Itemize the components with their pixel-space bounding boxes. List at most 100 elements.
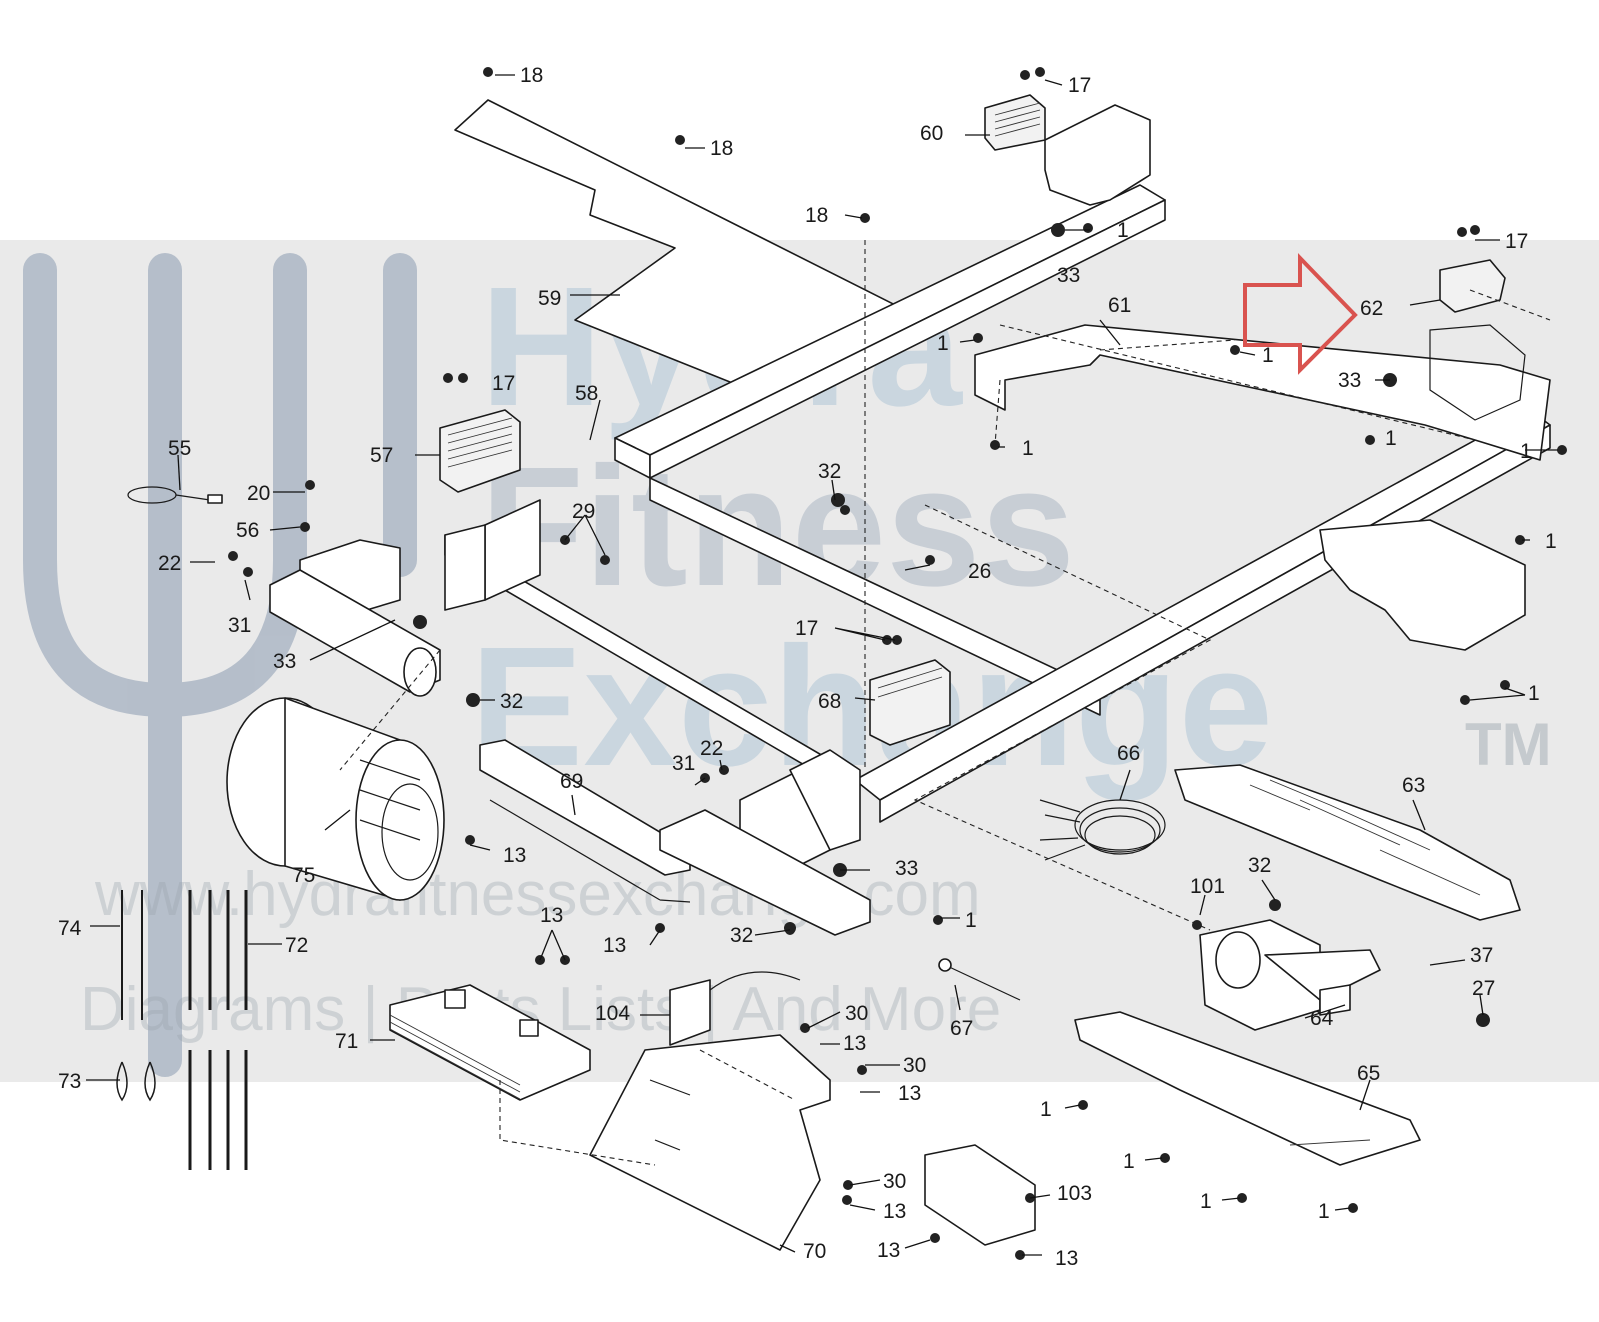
label-104: 104 (595, 1002, 630, 1025)
label-33-left: 33 (273, 650, 296, 673)
label-31-left: 31 (228, 614, 251, 637)
label-58: 58 (575, 382, 598, 405)
label-64: 64 (1310, 1007, 1334, 1030)
part-60-sensor (984, 94, 1151, 206)
label-69: 69 (560, 770, 583, 793)
part-73-clips (116, 1061, 156, 1102)
part-104-sensor (669, 979, 711, 1046)
part-70-slots (649, 1079, 691, 1151)
label-30-mid: 30 (903, 1054, 926, 1077)
label-33-right: 33 (1338, 369, 1361, 392)
label-37: 37 (1470, 944, 1493, 967)
part-63-cover (1174, 764, 1521, 921)
label-73: 73 (58, 1070, 81, 1093)
part-rear-plate (1319, 519, 1526, 651)
label-13-plate-b: 13 (877, 1239, 900, 1262)
part-72-ties (188, 890, 248, 1170)
label-17-lower: 17 (795, 617, 818, 640)
label-1-left-b: 1 (1022, 437, 1034, 460)
label-26: 26 (968, 560, 991, 583)
label-33-top: 33 (1057, 264, 1080, 287)
label-57: 57 (370, 444, 393, 467)
label-71: 71 (335, 1030, 358, 1053)
part-75-motor (226, 697, 445, 901)
watermark-line-fitness: Fitness (480, 432, 1075, 622)
label-1-right-low: 1 (1528, 682, 1540, 705)
label-1-base-c: 1 (1200, 1190, 1212, 1213)
label-30-top: 30 (845, 1002, 868, 1025)
screw-markers (228, 67, 1567, 1260)
label-32-top: 32 (818, 460, 841, 483)
label-29: 29 (572, 500, 595, 523)
label-74: 74 (58, 917, 82, 940)
part-74-ties (121, 890, 143, 1020)
label-101: 101 (1190, 875, 1225, 898)
part-66-harness (1039, 799, 1166, 861)
part-68-block (869, 659, 951, 746)
label-20: 20 (247, 482, 270, 505)
label-66: 66 (1117, 742, 1140, 765)
label-leaders (86, 74, 1558, 1256)
part-left-tube (269, 569, 441, 693)
label-13-plate-a: 13 (883, 1200, 906, 1223)
label-30-bottom: 30 (883, 1170, 906, 1193)
label-1-right-mid: 1 (1545, 530, 1557, 553)
label-1-base-b: 1 (1123, 1150, 1135, 1173)
label-60: 60 (920, 122, 943, 145)
label-13-upper: 13 (540, 904, 563, 927)
label-13-board-b: 13 (898, 1082, 921, 1105)
label-17-left: 17 (492, 372, 515, 395)
label-32-left: 32 (500, 690, 523, 713)
label-1-lower-mid: 1 (965, 909, 977, 932)
part-65-base (1074, 1011, 1421, 1166)
label-62: 62 (1360, 297, 1383, 320)
assembly-dash-lines (339, 240, 1551, 1166)
watermark-trademark: TM (1465, 711, 1552, 778)
part-57-block (439, 409, 521, 493)
part-67-end (938, 958, 952, 972)
label-27: 27 (1472, 977, 1495, 1000)
label-68: 68 (818, 690, 841, 713)
label-17-right: 17 (1505, 230, 1528, 253)
label-103: 103 (1057, 1182, 1092, 1205)
label-31-mid: 31 (672, 752, 695, 775)
label-1-mid-a: 1 (1262, 344, 1274, 367)
part-67-cable (944, 964, 1021, 1001)
label-22-left: 22 (158, 552, 181, 575)
label-17-top: 17 (1068, 74, 1091, 97)
part-55-cable (127, 486, 223, 504)
label-18-right: 18 (805, 204, 828, 227)
highlight-arrow-icon (1243, 253, 1358, 375)
part-69-bar (479, 739, 871, 936)
label-1-mid-b: 1 (1385, 427, 1397, 450)
part-65-vents (1289, 1139, 1371, 1146)
label-18-top: 18 (520, 64, 543, 87)
label-72: 72 (285, 934, 308, 957)
label-1-far-right: 1 (1520, 440, 1532, 463)
label-63: 63 (1402, 774, 1425, 797)
label-67: 67 (950, 1017, 973, 1040)
part-103-box (924, 1144, 1036, 1246)
label-1-top: 1 (1117, 219, 1129, 242)
label-18-middle: 18 (710, 137, 733, 160)
label-13-box: 13 (1055, 1247, 1078, 1270)
label-13-mid: 13 (503, 844, 526, 867)
label-13-board-a: 13 (843, 1032, 866, 1055)
part-61-bracket (1429, 324, 1526, 421)
label-1-base-a: 1 (1040, 1098, 1052, 1121)
label-65: 65 (1357, 1062, 1380, 1085)
label-32-right: 32 (1248, 854, 1271, 877)
label-75: 75 (292, 864, 315, 887)
label-61: 61 (1108, 294, 1131, 317)
label-1-base-d: 1 (1318, 1200, 1330, 1223)
label-33-bottom: 33 (895, 857, 918, 880)
label-22-mid: 22 (700, 737, 723, 760)
label-55: 55 (168, 437, 191, 460)
part-61-crossmember (974, 324, 1551, 461)
label-59: 59 (538, 287, 561, 310)
part-left-tube-end (403, 647, 437, 697)
label-13-lower-left: 13 (603, 934, 626, 957)
label-32-lower: 32 (730, 924, 753, 947)
label-1-left-a: 1 (937, 332, 949, 355)
